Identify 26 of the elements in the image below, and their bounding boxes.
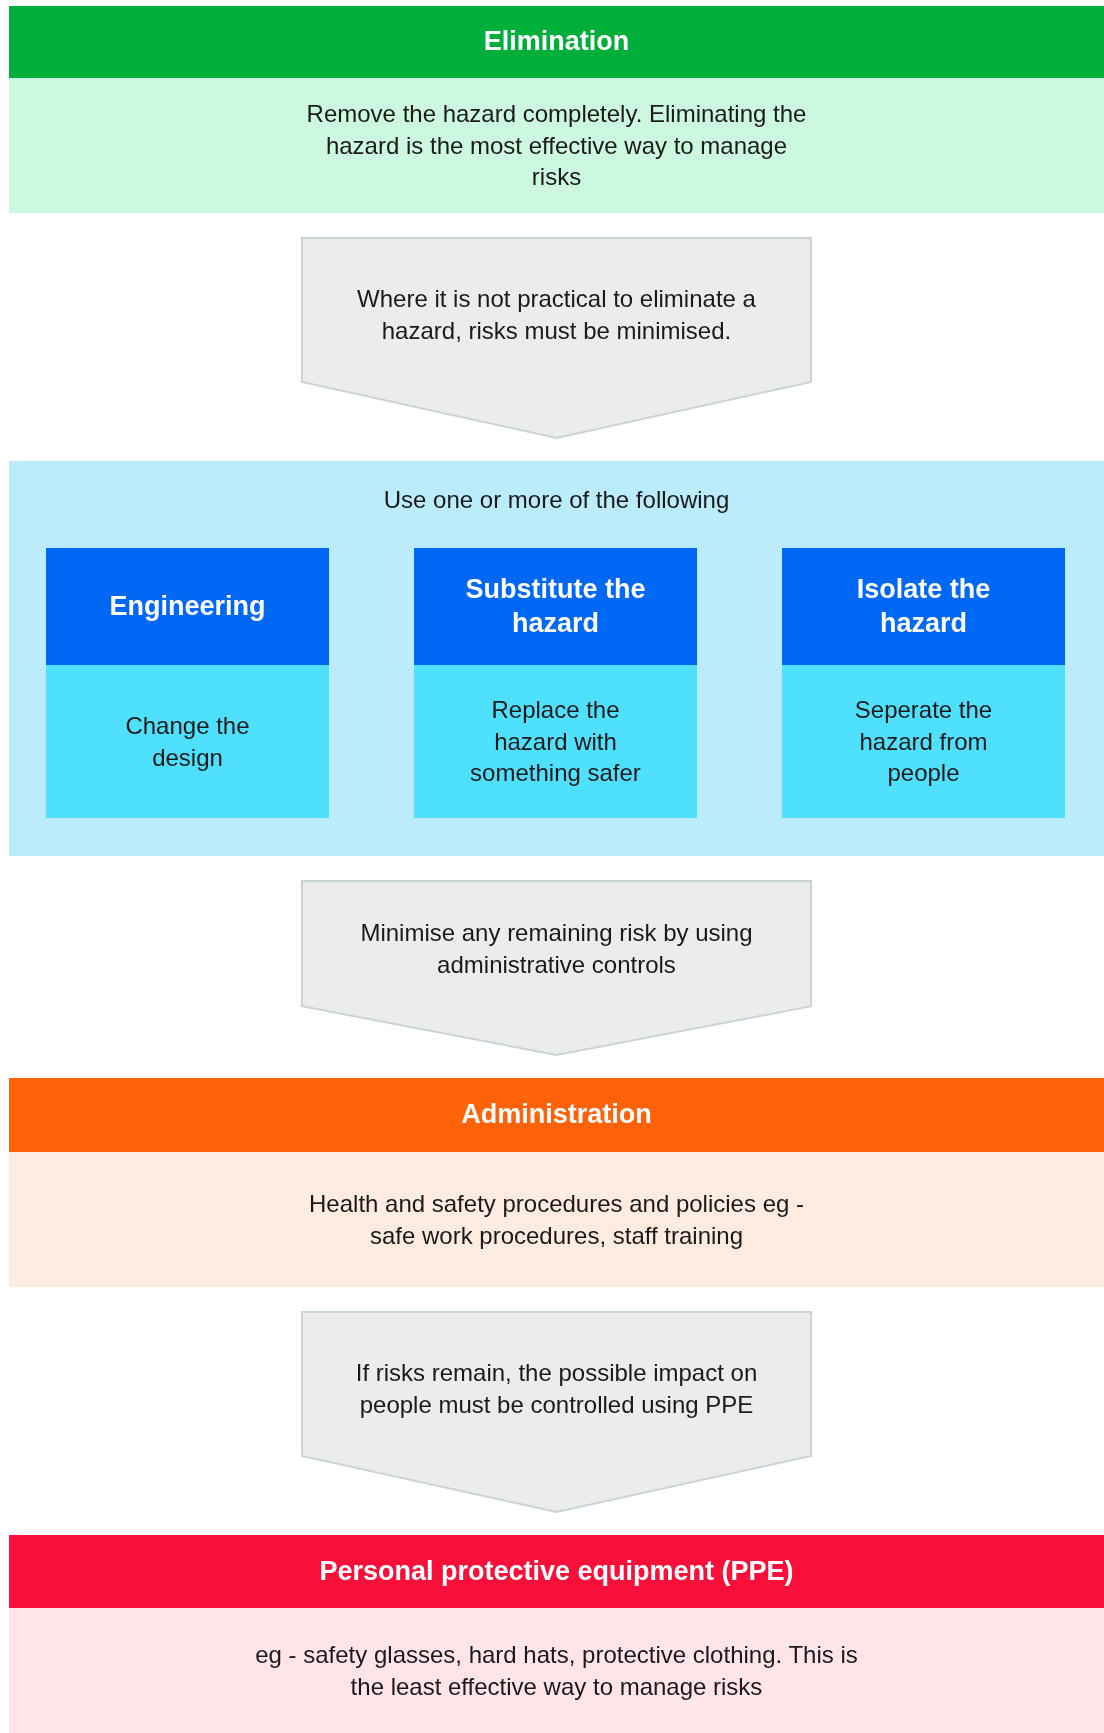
card-description: Replace the hazard with something safer xyxy=(469,694,642,789)
card-description: Change the design xyxy=(124,710,251,773)
panel-title: Use one or more of the following xyxy=(383,485,730,516)
control-card xyxy=(46,548,329,818)
chevron-arrow xyxy=(301,880,812,1056)
level-description: Health and safety procedures and policies eg - safe work procedures, staff training xyxy=(308,1188,805,1251)
level-panel xyxy=(9,6,1104,213)
card-description: Seperate the hazard from people xyxy=(853,694,994,789)
level-description: Remove the hazard completely. Eliminating the hazard is the most effective way to manage risks xyxy=(305,98,808,193)
control-card xyxy=(782,548,1065,818)
arrow-text: If risks remain, the possible impact on people must be controlled using PPE xyxy=(354,1358,759,1420)
arrow-text: Minimise any remaining risk by using administrative controls xyxy=(359,917,754,980)
card-header: Substitute the hazard xyxy=(414,548,697,665)
options-panel xyxy=(9,461,1104,856)
chevron-arrow xyxy=(301,237,812,440)
control-card xyxy=(414,548,697,818)
level-header: Elimination xyxy=(9,6,1104,78)
card-header: Engineering xyxy=(46,548,329,665)
level-panel xyxy=(9,1535,1104,1733)
level-header: Personal protective equipment (PPE) xyxy=(9,1535,1104,1608)
level-header: Administration xyxy=(9,1078,1104,1152)
arrow-text: Where it is not practical to eliminate a hazard, risks must be minimised. xyxy=(356,284,757,346)
level-description: eg - safety glasses, hard hats, protective clothing. This is the least effective way to manage risks xyxy=(254,1639,859,1702)
level-panel xyxy=(9,1078,1104,1287)
card-header: Isolate the hazard xyxy=(782,548,1065,665)
chevron-arrow xyxy=(301,1311,812,1514)
